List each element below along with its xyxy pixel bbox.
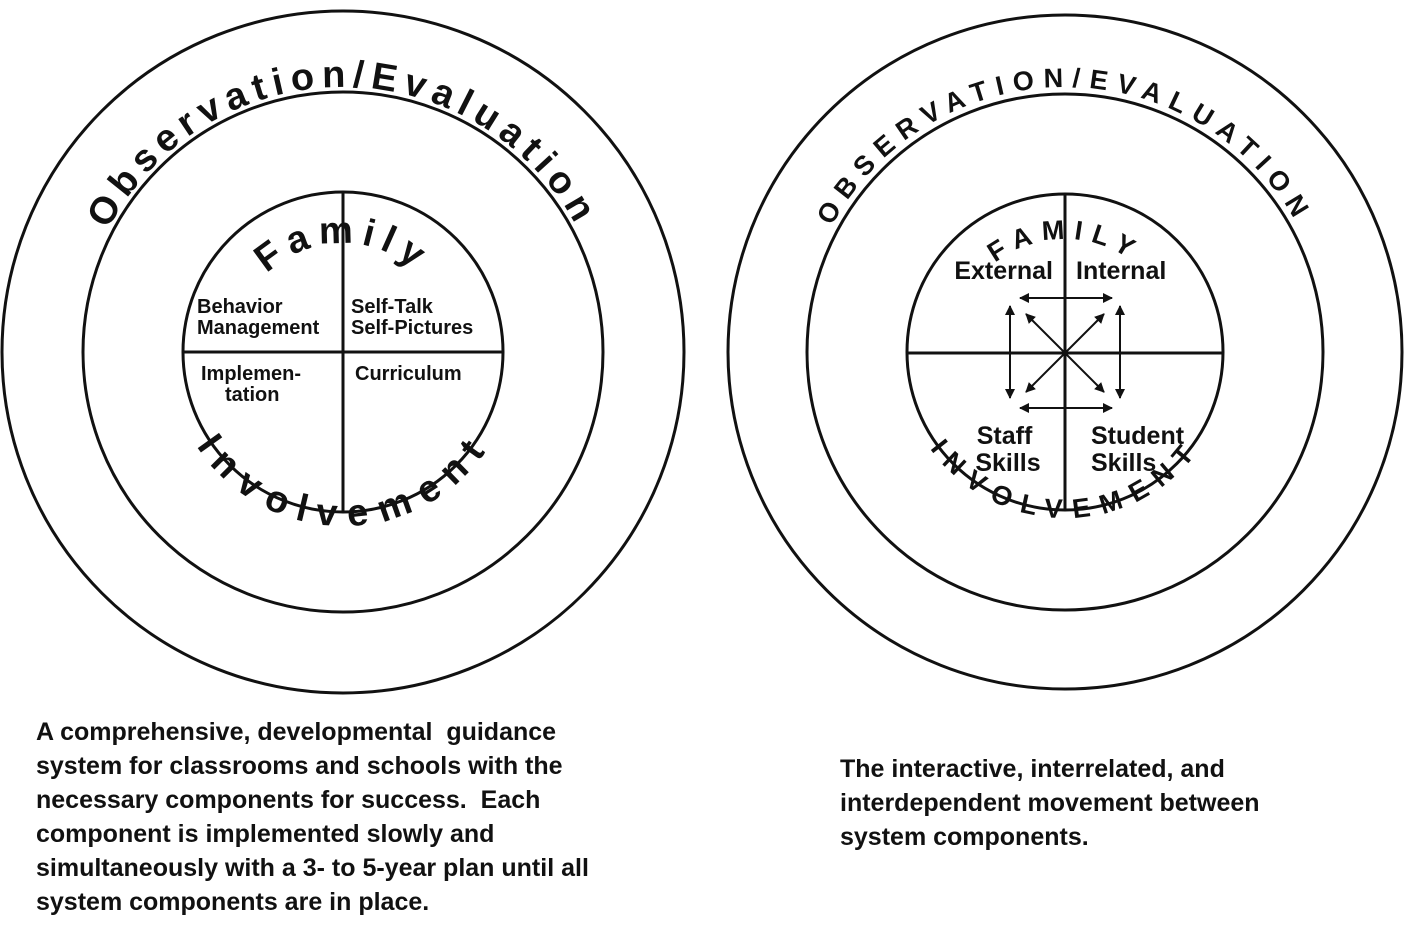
right-quadrant-staff-skills: Staff Skills: [975, 422, 1040, 477]
right-quadrant-internal: Internal: [1076, 257, 1166, 285]
right-outer-ring: [726, 13, 1404, 691]
right-caption-line: The interactive, interrelated, and: [840, 755, 1225, 783]
arrow-diagonal-rising: [1025, 313, 1105, 393]
left-outer-ring: [0, 9, 686, 695]
right-quadrant-student-skills: Student Skills: [1091, 422, 1191, 477]
left-diagram: Observation/Evaluation Family Involvemen…: [0, 9, 686, 695]
right-quadrant-external: External: [954, 257, 1053, 285]
right-caption-line: system components.: [840, 823, 1089, 851]
left-caption-line: system components are in place.: [36, 888, 430, 916]
left-caption-line: necessary components for success. Each: [36, 786, 541, 814]
left-quadrant-bottom-right: Curriculum: [355, 363, 462, 385]
right-caption-line: interdependent movement between: [840, 789, 1260, 817]
left-caption: A comprehensive, developmental guidance …: [36, 715, 676, 919]
left-caption-line: A comprehensive, developmental guidance: [36, 718, 557, 746]
left-quadrant-top-right: Self-Talk Self-Pictures: [351, 296, 473, 339]
right-middle-ring: [805, 92, 1325, 612]
interaction-arrows: [1005, 293, 1125, 413]
left-quadrant-bottom-left: Implemen- tation: [201, 363, 307, 406]
left-middle-ring: [81, 90, 605, 614]
left-caption-line: component is implemented slowly and: [36, 820, 495, 848]
left-caption-line: simultaneously with a 3- to 5-year plan …: [36, 854, 589, 882]
left-caption-line: system for classrooms and schools with t…: [36, 752, 563, 780]
right-diagram: OBSERVATION/EVALUATION FAMILY INVOLVEMEN…: [726, 13, 1404, 691]
right-caption: The interactive, interrelated, and inter…: [840, 752, 1360, 854]
left-quadrant-top-left: Behavior Management: [197, 296, 320, 339]
